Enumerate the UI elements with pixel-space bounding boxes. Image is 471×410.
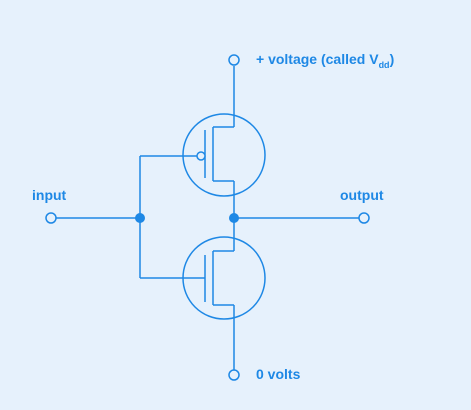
input-terminal <box>45 212 57 224</box>
pmos-body-circle <box>182 113 266 197</box>
output-junction-dot <box>229 213 239 223</box>
ground-terminal <box>228 369 240 381</box>
vdd-label: + voltage (called Vdd) <box>256 51 394 73</box>
pmos-inversion-bubble <box>196 151 206 161</box>
output-label: output <box>340 187 384 203</box>
nmos-transistor <box>182 218 266 370</box>
vdd-label-subscript: dd <box>378 60 390 70</box>
vdd-terminal <box>228 54 240 66</box>
input-label: input <box>32 187 67 203</box>
vdd-label-suffix: ) <box>389 51 395 67</box>
nmos-body-circle <box>182 236 266 320</box>
input-junction-dot <box>135 213 145 223</box>
vdd-label-prefix: + voltage (called V <box>256 51 379 67</box>
pmos-transistor <box>182 113 266 218</box>
output-terminal <box>358 212 370 224</box>
ground-label: 0 volts <box>256 366 301 382</box>
